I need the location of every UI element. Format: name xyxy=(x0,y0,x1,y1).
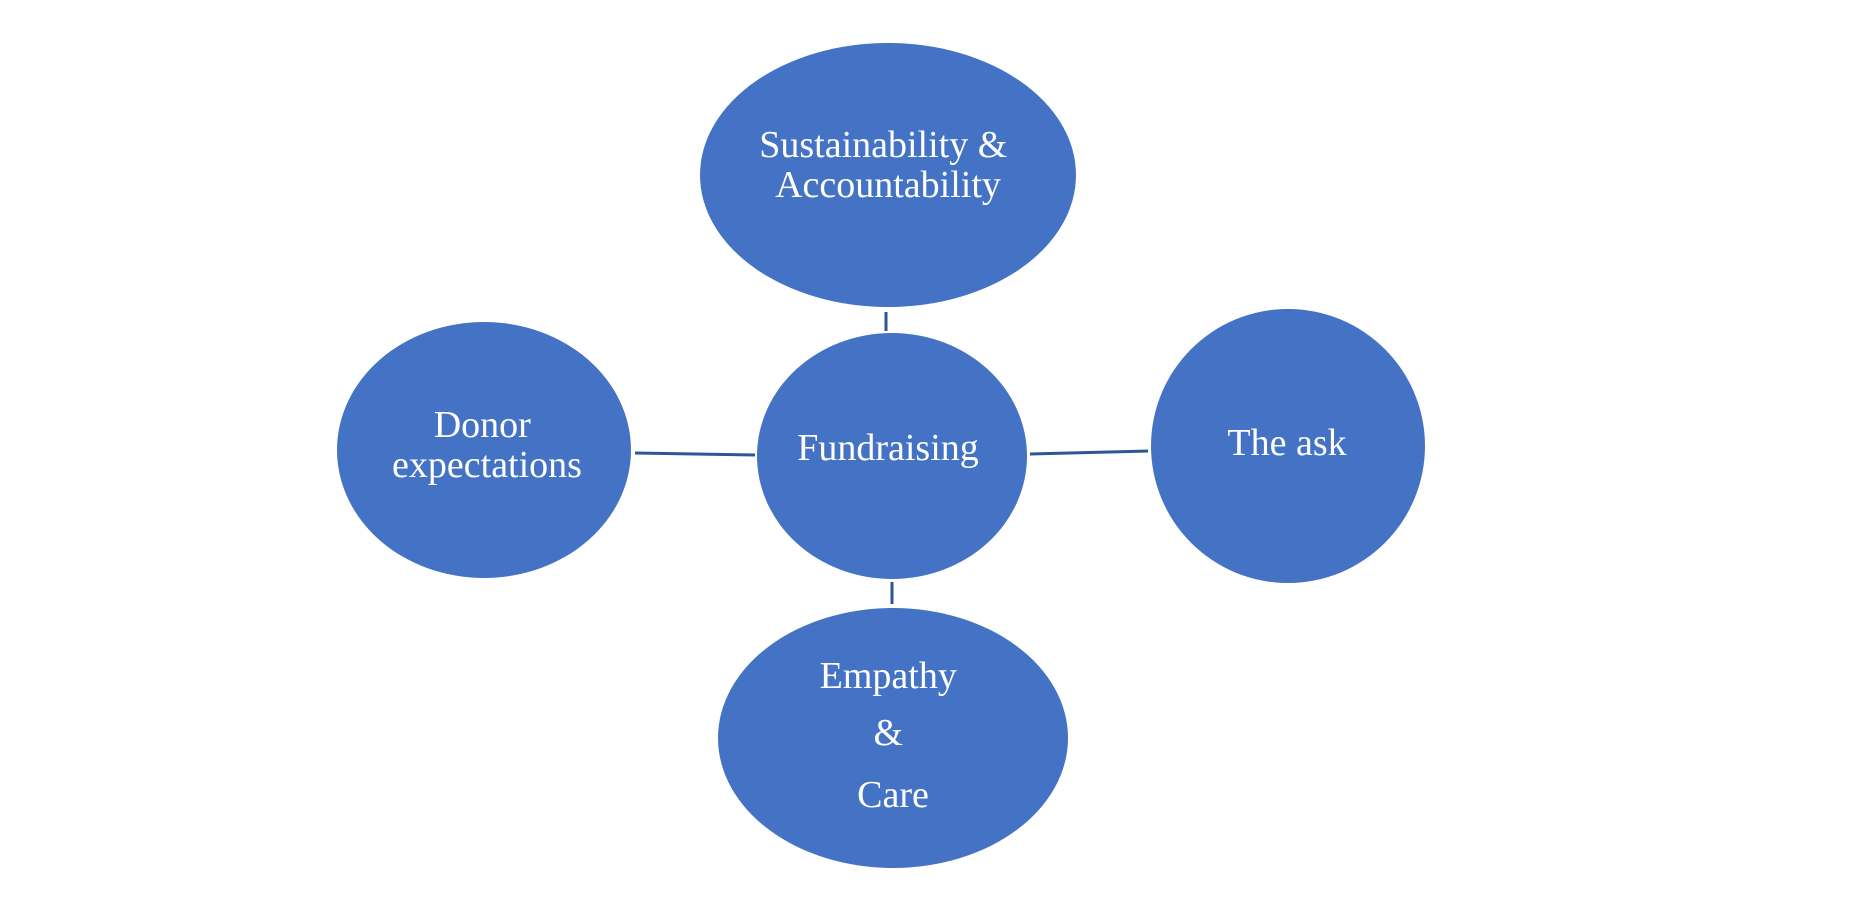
node-the-ask-label: The ask xyxy=(1227,422,1346,464)
node-sustainability[interactable]: Sustainability & Accountability xyxy=(700,43,1076,307)
node-empathy-care[interactable]: Empathy & Care xyxy=(718,608,1068,868)
node-sustainability-shape[interactable] xyxy=(700,43,1076,307)
svg-text:Sustainability & Account: Sustainability & Accountability xyxy=(759,124,1017,206)
svg-text:The ask: The ask xyxy=(1227,422,1346,464)
connectors xyxy=(634,312,1149,604)
node-sustainability-label-line-1: Sustainability & xyxy=(759,124,1007,166)
svg-text:Empathy & Care: Empathy & Care xyxy=(820,655,967,816)
node-the-ask[interactable]: The ask xyxy=(1151,309,1425,583)
connector-fundraising-ask xyxy=(1029,449,1149,456)
node-empathy-care-label-line-2: & xyxy=(873,712,903,754)
node-empathy-care-shape[interactable] xyxy=(718,608,1068,868)
node-the-ask-shape[interactable] xyxy=(1151,309,1425,583)
svg-text:Donor expectations: Donor expectations xyxy=(392,404,582,486)
node-donor-expectations-label-line-1: Donor xyxy=(434,404,531,446)
connector-fundraising-donor xyxy=(634,451,756,457)
node-fundraising-label: Fundraising xyxy=(797,427,979,469)
node-donor-expectations[interactable]: Donor expectations xyxy=(337,322,631,578)
svg-text:Fundraising: Fundraising xyxy=(797,427,979,469)
node-fundraising[interactable]: Fundraising xyxy=(757,333,1027,579)
node-donor-expectations-label-line-2: expectations xyxy=(392,444,582,486)
node-empathy-care-label-line-1: Empathy xyxy=(820,655,957,697)
node-empathy-care-label-line-3: Care xyxy=(857,774,929,816)
node-fundraising-shape[interactable] xyxy=(757,333,1027,579)
node-donor-expectations-shape[interactable] xyxy=(337,322,631,578)
node-sustainability-label-line-2: Accountability xyxy=(775,164,1001,206)
